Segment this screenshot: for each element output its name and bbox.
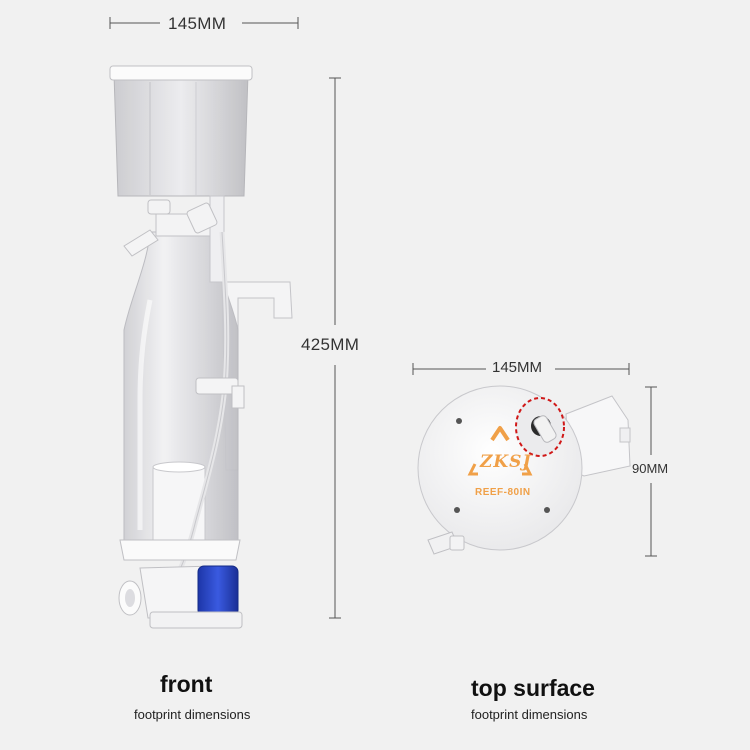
front-width-label: 145MM <box>168 14 227 33</box>
front-caption-title: front <box>160 671 213 697</box>
skimmer-top-view <box>417 385 631 555</box>
front-caption-subtitle: footprint dimensions <box>134 707 251 722</box>
top-caption-title: top surface <box>471 675 595 701</box>
height-label: 425MM <box>301 335 360 354</box>
top-width-label: 145MM <box>492 359 543 376</box>
model-label: REEF-80IN <box>475 487 531 498</box>
front-width-dimension-line <box>109 17 299 29</box>
top-caption-subtitle: footprint dimensions <box>471 707 588 722</box>
top-width-dimension-line <box>412 363 630 375</box>
skimmer-front-view <box>109 65 293 629</box>
height-dimension-line <box>329 77 341 619</box>
top-depth-label: 90MM <box>632 461 669 476</box>
top-depth-dimension-line <box>645 386 657 557</box>
brand-logo-text: ZKSJ <box>480 452 532 472</box>
